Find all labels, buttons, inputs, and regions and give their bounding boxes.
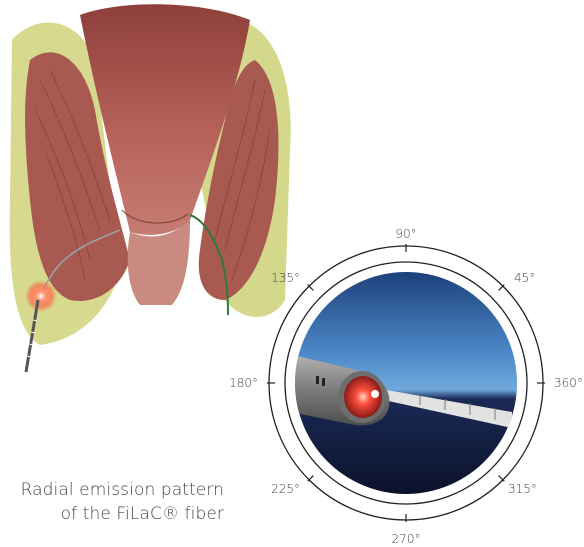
anatomy-illustration (10, 4, 291, 372)
tube-markings-2 (322, 378, 325, 386)
label-45: 45° (514, 271, 535, 285)
emission-point (371, 390, 379, 398)
tube-markings (316, 376, 319, 384)
label-135: 135° (271, 271, 300, 285)
label-270: 270° (392, 532, 421, 546)
caption-line-2: of the FiLaC® fiber (0, 502, 224, 526)
label-90: 90° (395, 227, 416, 241)
label-360: 360° (554, 376, 583, 390)
endoscopic-view (280, 270, 520, 500)
label-180: 180° (229, 376, 258, 390)
laser-glow (25, 280, 57, 312)
label-315: 315° (508, 482, 537, 496)
caption-line-1: Radial emission pattern (0, 478, 224, 502)
figure-caption: Radial emission pattern of the FiLaC® fi… (0, 478, 224, 526)
radial-emission-diagram: 90° 45° 135° 180° 360° 225° 315° 270° (229, 227, 583, 546)
label-225: 225° (271, 482, 300, 496)
